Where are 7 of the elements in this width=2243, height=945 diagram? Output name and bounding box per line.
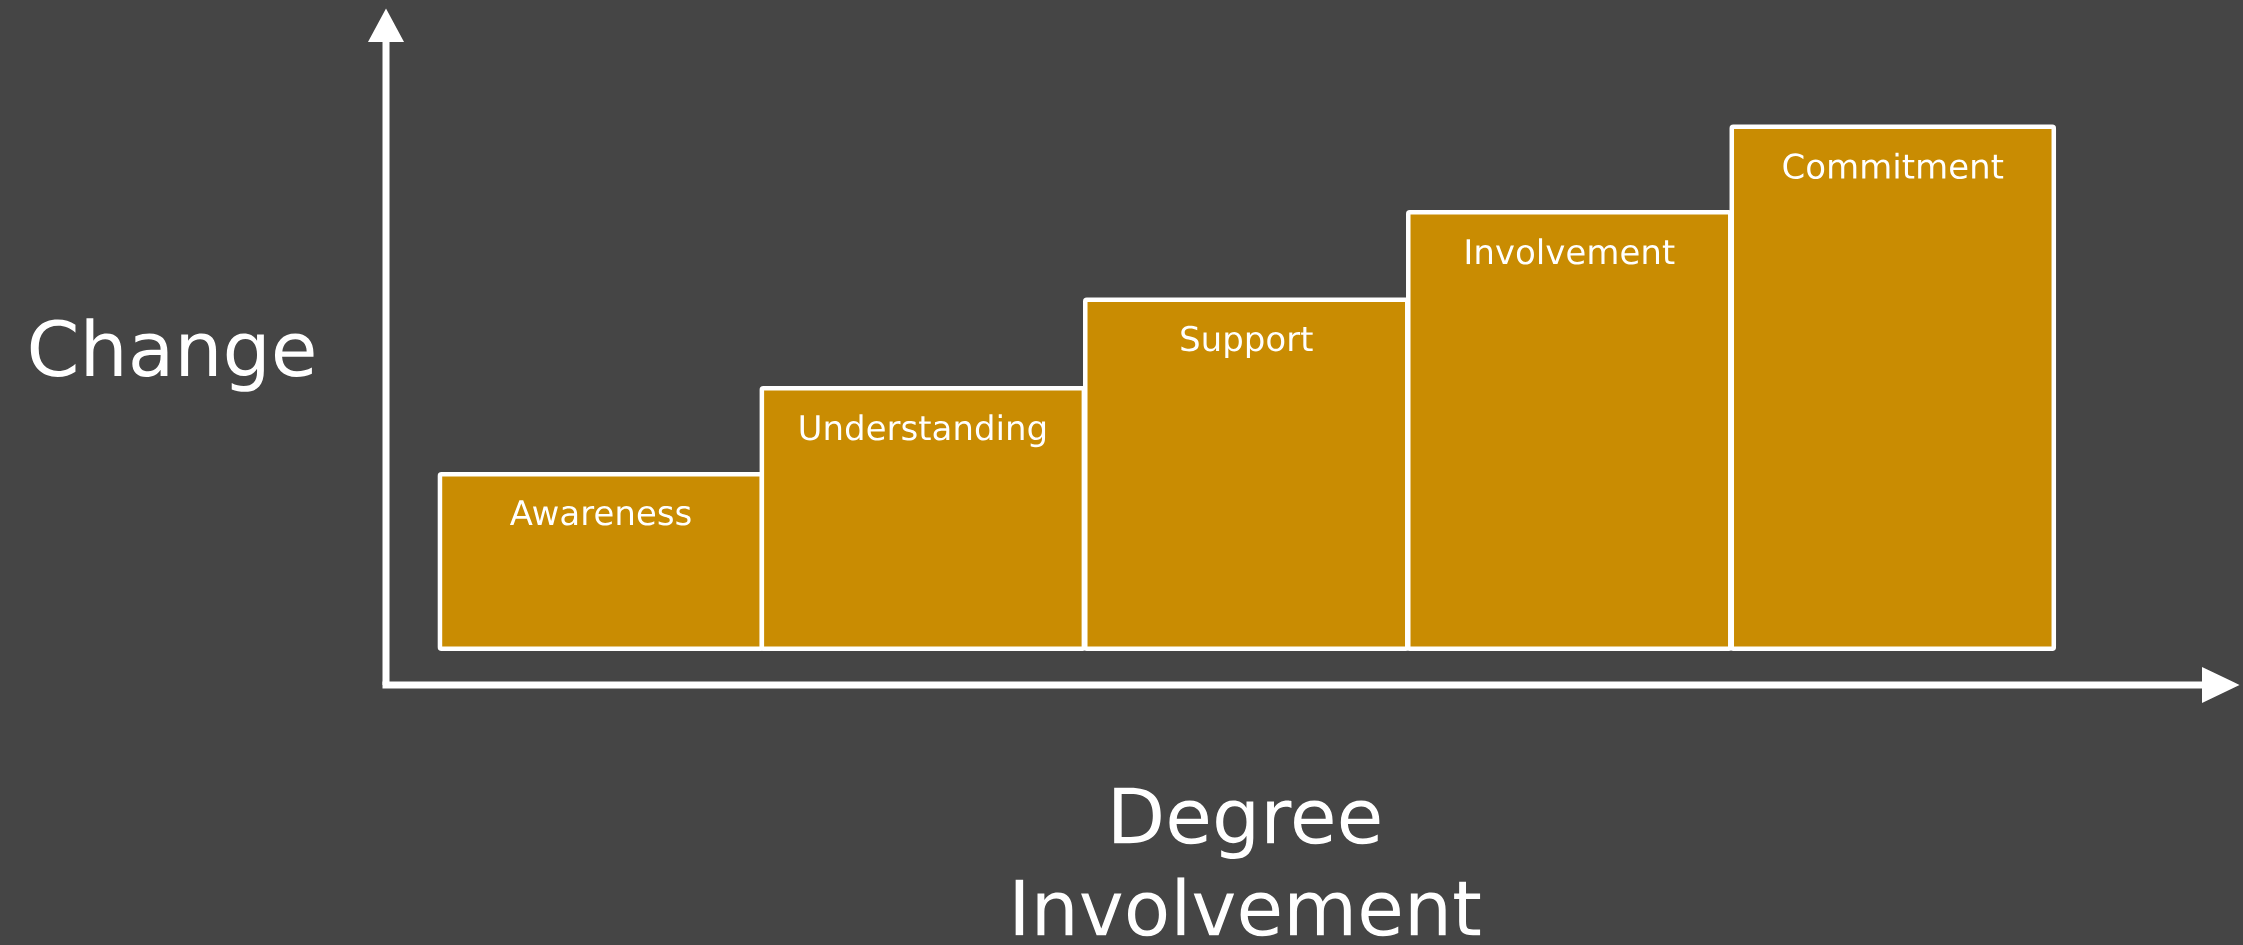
axis-label: Degree Involvement <box>1015 787 1481 937</box>
step-box: Understanding <box>759 386 1087 652</box>
step-box: Commitment <box>1729 124 2057 652</box>
step-box: Involvement <box>1406 210 1733 652</box>
step-box: Awareness <box>437 472 765 652</box>
axis-label: Change <box>30 318 314 392</box>
step-box: Support <box>1083 297 1410 652</box>
